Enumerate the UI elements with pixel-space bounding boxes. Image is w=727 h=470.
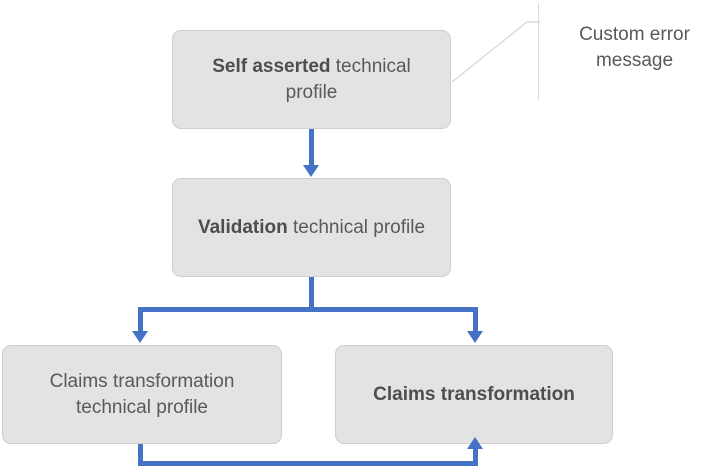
callout-vertical-bar — [538, 3, 539, 100]
edge-loop-claims-up-line — [473, 446, 478, 462]
node-validation-technical-profile[interactable]: Validation technical profile — [172, 178, 451, 277]
callout-leader-line — [451, 21, 540, 83]
node-claims-transformation-tp-rest-text: Claims transformation technical profile — [49, 371, 235, 418]
node-self-asserted-rest-text: technical profile — [285, 56, 411, 103]
node-validation-rest-text: technical profile — [287, 216, 426, 238]
node-claims-transformation-technical-profile[interactable]: Claims transformation technical profile — [2, 345, 282, 444]
node-claims-transformation[interactable]: Claims transformation — [335, 345, 613, 444]
edge-validation-split-bar — [138, 307, 478, 312]
callout-text: Custom error message — [579, 24, 690, 71]
node-validation-bold-text: Validation — [197, 216, 288, 238]
node-claims-transformation-bold-text: Claims transformation — [373, 383, 575, 405]
edge-validation-to-claims-line — [473, 307, 478, 333]
edge-validation-to-claims-tp-line — [138, 307, 143, 333]
arrow-down-icon-self-to-validation — [303, 165, 319, 177]
arrow-down-icon-validation-to-claims-tp — [132, 331, 148, 343]
edge-loop-claims-tp-down-line — [138, 444, 143, 466]
edge-validation-split-stem — [309, 277, 314, 311]
node-self-asserted-bold-text: Self asserted — [212, 56, 331, 78]
node-self-asserted-label: Self asserted technical profile — [185, 54, 438, 104]
node-claims-transformation-label: Claims transformation — [373, 382, 575, 407]
edge-self-asserted-to-validation-line — [309, 129, 314, 167]
arrow-down-icon-validation-to-claims — [467, 331, 483, 343]
node-claims-transformation-tp-label: Claims transformation technical profile — [15, 369, 269, 419]
edge-loop-bottom-bar — [138, 461, 478, 466]
arrow-up-icon-loop-to-claims — [467, 437, 483, 449]
node-self-asserted-technical-profile[interactable]: Self asserted technical profile — [172, 30, 451, 129]
node-validation-label: Validation technical profile — [198, 215, 425, 240]
